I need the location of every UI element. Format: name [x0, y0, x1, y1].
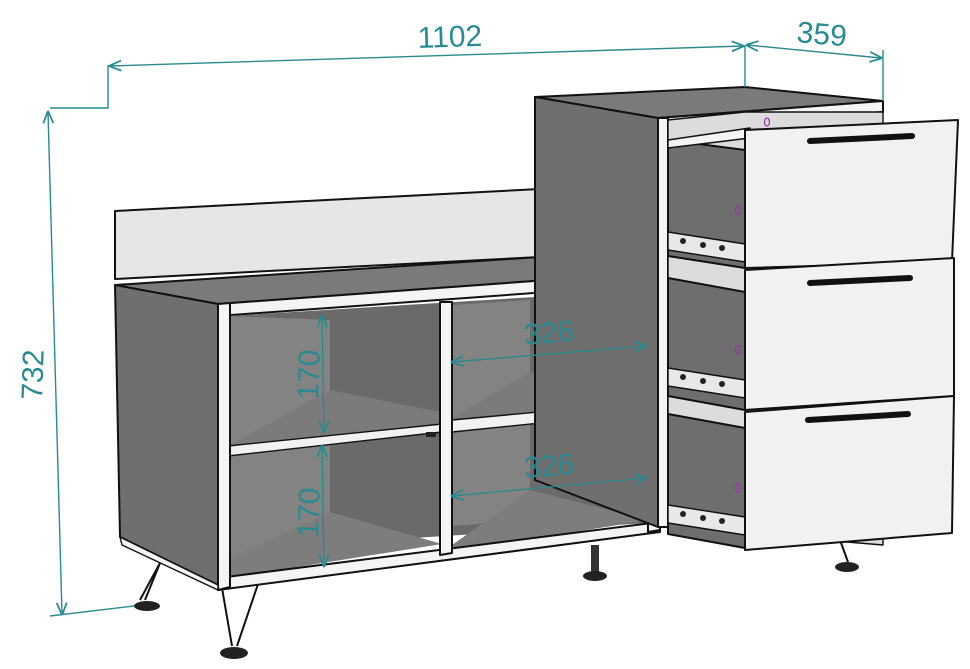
drawer-runner-icon [667, 231, 746, 263]
marker-icon [734, 345, 742, 355]
dim-shelf-width-top: 326 [523, 315, 576, 352]
drawer-middle[interactable] [667, 257, 955, 411]
dim-total-width: 1102 [417, 20, 483, 55]
furniture-leg-icon [134, 562, 161, 611]
dimension-arrow-icon [110, 46, 743, 66]
dim-height: 732 [16, 349, 51, 400]
drawer-runner-icon [667, 504, 746, 536]
marker-icon [734, 483, 742, 493]
furniture-leg-icon [583, 545, 607, 581]
dimensions: 1102 359 732 170 170 326 326 [16, 16, 884, 617]
dim-drawer-depth: 359 [795, 16, 848, 53]
legs [134, 539, 859, 659]
marker-icon [763, 117, 771, 127]
dim-shelf-height-top: 170 [292, 349, 327, 400]
drawer-top[interactable] [667, 119, 959, 269]
marker-icon [734, 205, 742, 215]
furniture-leg-icon [220, 583, 259, 659]
dimension-arrow-icon [322, 316, 324, 432]
dim-shelf-height-bottom: 170 [292, 487, 327, 538]
drawer-handle-icon [805, 411, 911, 423]
drawer-bottom[interactable] [667, 395, 955, 551]
dimension-arrow-icon [452, 478, 646, 496]
furniture-leg-icon [835, 539, 859, 572]
drawer-handle-icon [807, 133, 915, 144]
dimension-arrow-icon [322, 446, 324, 566]
dim-shelf-width-bottom: 326 [523, 448, 576, 485]
dimension-arrow-icon [48, 112, 62, 614]
dimension-arrow-icon [747, 45, 881, 58]
dimension-arrow-icon [452, 346, 646, 362]
drawer-handle-icon [807, 275, 913, 286]
